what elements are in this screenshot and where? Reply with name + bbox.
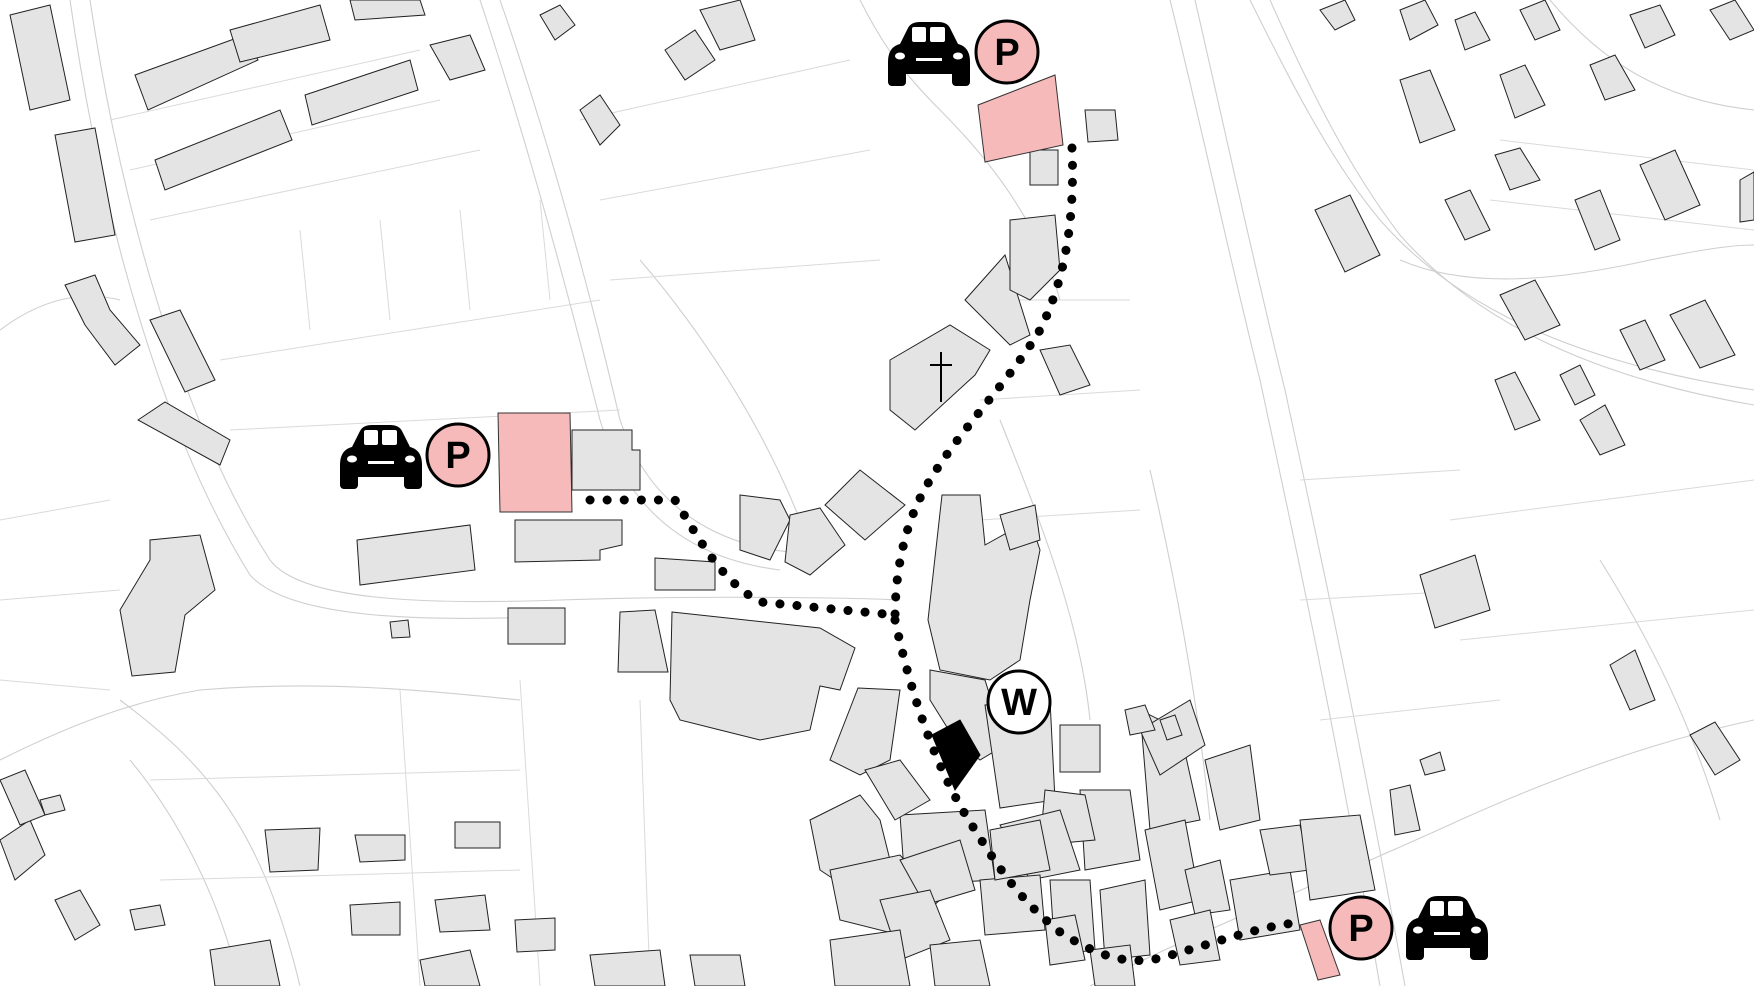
wc-icon: W xyxy=(986,669,1052,735)
highlighted-building xyxy=(931,719,981,792)
parking-label-west: P xyxy=(445,435,470,477)
car-icon-north xyxy=(888,22,970,86)
wc-label: W xyxy=(1001,682,1037,724)
route-north-segment xyxy=(890,143,1077,625)
parking-label-north: P xyxy=(994,32,1019,74)
route-west-segment xyxy=(585,495,900,620)
car-icon-south xyxy=(1406,896,1488,960)
parking-label-south: P xyxy=(1348,908,1373,950)
car-icon-west xyxy=(340,425,422,489)
parking-icon-north: P xyxy=(974,19,1040,85)
parking-lot-west xyxy=(497,412,573,513)
parcel-lines xyxy=(0,49,1754,986)
parking-icon-west: P xyxy=(425,422,491,488)
church-cross-icon xyxy=(930,352,952,402)
parking-lots xyxy=(497,74,1341,981)
route-south-segment xyxy=(890,615,1310,966)
parking-lot-south xyxy=(1299,919,1341,981)
parking-lot-north xyxy=(977,74,1064,163)
parking-icon-south: P xyxy=(1328,895,1394,961)
walking-route xyxy=(585,143,1310,966)
